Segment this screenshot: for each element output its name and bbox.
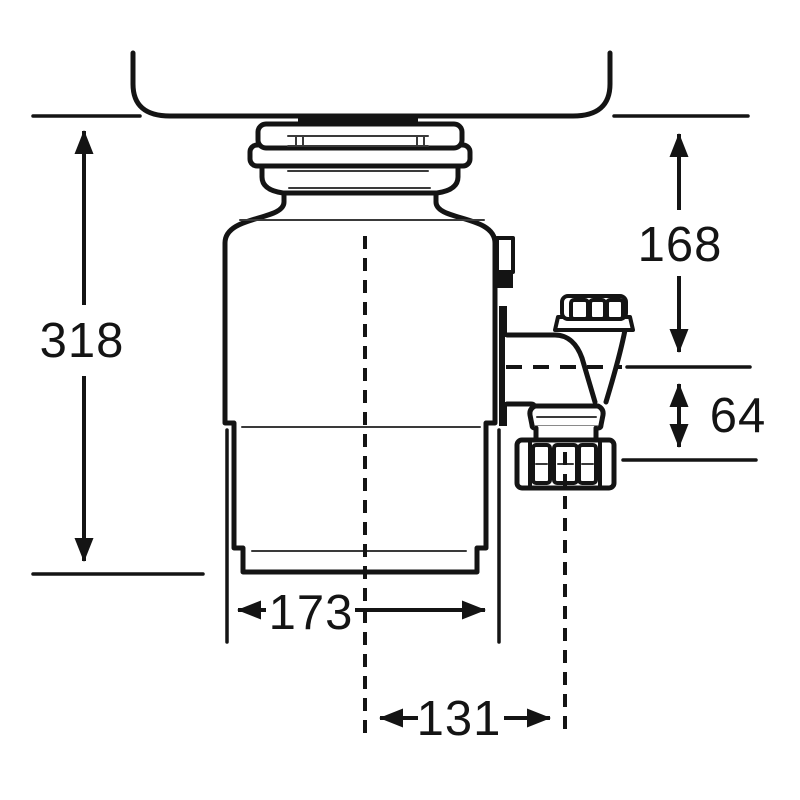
- dimension-sink-to-outlet: 168: [638, 133, 723, 353]
- dim-value-64: 64: [710, 389, 767, 443]
- upper-nut-rib: [569, 298, 590, 321]
- dimension-body-width: 173: [225, 428, 501, 644]
- dimension-centre-offset: 131: [379, 692, 551, 746]
- side-bracket-pad: [497, 272, 513, 288]
- lower-nut-end-lines: [528, 439, 602, 489]
- dimension-outlet-drop: 64: [669, 383, 767, 448]
- outlet-pipe-top-edge: [504, 332, 598, 405]
- dimension-overall-height: 318: [40, 130, 125, 562]
- upper-compression-nut: [553, 294, 635, 332]
- upper-nut-rib: [605, 298, 625, 321]
- outlet-flange-plate: [499, 306, 507, 426]
- disposal-unit: [222, 121, 515, 575]
- side-bracket: [495, 236, 515, 274]
- dim-value-131: 131: [417, 692, 502, 746]
- centerlines: [363, 236, 622, 735]
- dim-value-168: 168: [638, 218, 723, 272]
- flange-detail-tick: [295, 135, 425, 147]
- upper-nut-rib: [588, 298, 607, 321]
- dim-value-318: 318: [40, 314, 125, 368]
- outlet-pipe-fill: [505, 337, 561, 402]
- mounting-flange: [247, 121, 473, 196]
- trap-stub-fill: [534, 426, 598, 441]
- reference-lines: [31, 114, 750, 576]
- unit-body-silhouette: [222, 190, 498, 575]
- dim-value-173: 173: [269, 586, 354, 640]
